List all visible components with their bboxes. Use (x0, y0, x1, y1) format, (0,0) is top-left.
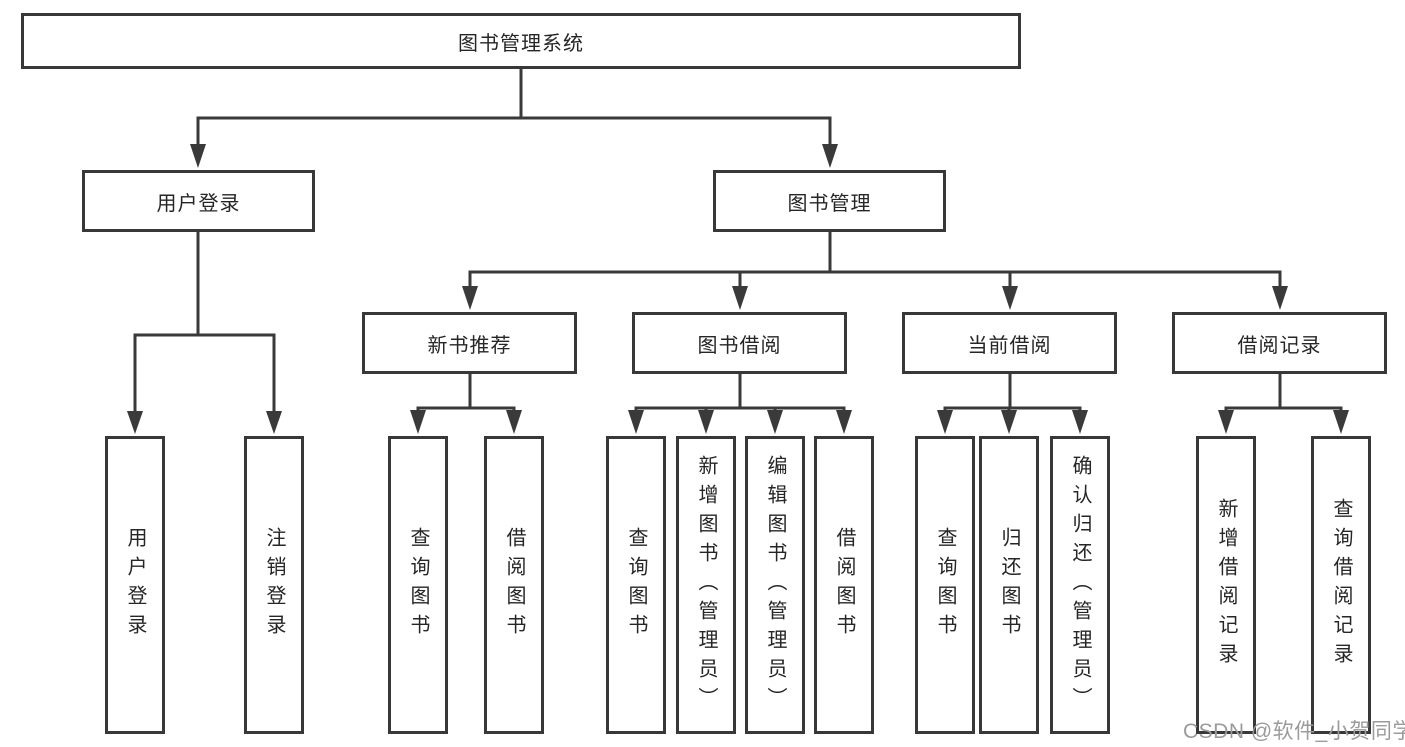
node-label: 借阅图书 (833, 527, 855, 643)
node-label: 图书管理 (787, 192, 872, 215)
node-label: 新增借阅记录 (1215, 498, 1237, 672)
node-current-borrow: 当前借阅 (902, 312, 1117, 374)
leaf-add-borrow-record: 新增借阅记录 (1196, 436, 1256, 734)
connector-borrow-records-group (1218, 372, 1349, 434)
node-label: 用户登录 (156, 192, 241, 215)
node-user-login: 用户登录 (82, 170, 315, 232)
csdn-watermark: CSDN @软件_小贺同学 (1183, 720, 1405, 743)
node-label: 图书管理系统 (458, 32, 584, 55)
node-label: 借阅记录 (1237, 334, 1322, 357)
node-library-management-system: 图书管理系统 (21, 13, 1021, 69)
connector-user-login-group (127, 230, 282, 434)
node-label: 图书借阅 (697, 334, 782, 357)
node-label: 用户登录 (124, 527, 146, 643)
leaf-confirm-return-admin: 确认归还（管理员） (1050, 436, 1110, 734)
connector-book-management-group (462, 230, 1288, 310)
connector-new-book-group (410, 372, 522, 434)
node-label: 归还图书 (998, 527, 1020, 643)
node-book-management: 图书管理 (713, 170, 946, 232)
leaf-add-books-admin: 新增图书（管理员） (676, 436, 736, 734)
leaf-query-books-borrow: 查询图书 (606, 436, 666, 734)
node-label: 查询图书 (407, 527, 429, 643)
leaf-borrow-books: 借阅图书 (814, 436, 874, 734)
leaf-logout: 注销登录 (244, 436, 304, 734)
node-label: 借阅图书 (503, 527, 525, 643)
node-label: 注销登录 (263, 527, 285, 643)
node-borrow-records: 借阅记录 (1172, 312, 1387, 374)
leaf-query-books-current: 查询图书 (915, 436, 975, 734)
node-label: 新书推荐 (427, 334, 512, 357)
node-label: 查询借阅记录 (1330, 498, 1352, 672)
leaf-return-books: 归还图书 (979, 436, 1039, 734)
leaf-query-borrow-record: 查询借阅记录 (1311, 436, 1371, 734)
node-label: 确认归还（管理员） (1069, 454, 1091, 716)
node-label: 编辑图书（管理员） (764, 454, 786, 716)
leaf-user-login: 用户登录 (105, 436, 165, 734)
connector-book-borrow-group (628, 372, 852, 434)
leaf-borrow-books-recommend: 借阅图书 (484, 436, 544, 734)
node-label: 查询图书 (934, 527, 956, 643)
leaf-query-books-recommend: 查询图书 (388, 436, 448, 734)
leaf-edit-books-admin: 编辑图书（管理员） (745, 436, 805, 734)
node-label: 新增图书（管理员） (695, 454, 717, 716)
node-label: 查询图书 (625, 527, 647, 643)
connector-root-to-level2 (190, 66, 838, 168)
node-book-borrow: 图书借阅 (632, 312, 847, 374)
node-new-book-recommend: 新书推荐 (362, 312, 577, 374)
connector-current-borrow-group (937, 372, 1088, 434)
node-label: 当前借阅 (967, 334, 1052, 357)
